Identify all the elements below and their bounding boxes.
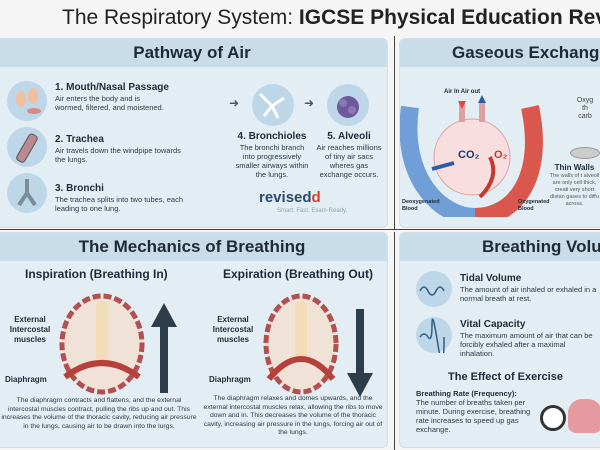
side-text-2: th xyxy=(582,105,588,112)
vital-title: Vital Capacity xyxy=(460,319,526,330)
thin-walls-title: Thin Walls xyxy=(554,163,595,172)
ribcage-inspiration-icon xyxy=(59,293,145,395)
step-5-text: Air reaches millions of tiny air sacs wh… xyxy=(316,143,382,179)
exercise-heading: The Effect of Exercise xyxy=(448,371,563,383)
volumes-heading: Breathing Volum xyxy=(400,233,600,261)
side-text-1: Oxyg xyxy=(576,97,594,104)
air-out-label: Air out xyxy=(460,89,481,95)
small-wave-icon xyxy=(416,271,452,307)
brand-logo: revisedd xyxy=(259,189,321,206)
air-in-label: Air In xyxy=(444,89,460,95)
step-4-title: 4. Bronchioles xyxy=(237,131,307,142)
gas-exchange-panel: Gaseous Exchang Air In Air out CO₂ O₂ De… xyxy=(399,38,600,228)
title-main: The Respiratory System: xyxy=(62,6,299,29)
arrow-icon: ➜ xyxy=(229,96,240,110)
exp-text: The diaphragm relaxes and domes upwards,… xyxy=(203,395,383,436)
bronchioles-icon xyxy=(252,84,294,126)
step-4-text: The bronchi branch into progressively sm… xyxy=(235,143,309,179)
arrow-down-icon xyxy=(347,309,373,397)
rate-text: The number of breaths taken per minute. … xyxy=(416,398,531,434)
inspiration-title: Inspiration (Breathing In) xyxy=(25,267,168,281)
ribcage-expiration-icon xyxy=(263,293,339,395)
o2-label: O₂ xyxy=(494,149,508,161)
exp-diaphragm-label: Diaphragm xyxy=(209,375,251,384)
step-2-title: 2. Trachea xyxy=(55,134,104,145)
lungs-icon xyxy=(568,399,600,433)
tidal-title: Tidal Volume xyxy=(460,273,522,284)
title-bold: IGCSE Physical Education Rev xyxy=(298,6,600,29)
step-1-title: 1. Mouth/Nasal Passage xyxy=(55,82,169,93)
step-2-text: Air travels down the windpipe towards th… xyxy=(55,146,181,164)
step-1-text: Air enters the body and is wormed, filte… xyxy=(55,94,164,112)
large-wave-icon xyxy=(416,317,452,363)
side-text-3: carb xyxy=(578,113,592,120)
bronchi-icon xyxy=(7,173,47,213)
gas-heading: Gaseous Exchang xyxy=(400,39,600,67)
alveoli-icon xyxy=(327,84,369,126)
mechanics-heading: The Mechanics of Breathing xyxy=(0,233,387,261)
insp-muscles-label: External Intercostal muscles xyxy=(9,315,51,344)
exp-muscles-label: External Intercostal muscles xyxy=(212,315,254,344)
tidal-text: The amount of air inhaled or exhaled in … xyxy=(460,285,597,303)
alveolus-diagram xyxy=(400,95,543,217)
nose-mouth-icon xyxy=(7,81,47,121)
insp-text: The diaphragm contracts and flattens, an… xyxy=(1,397,197,430)
arrow-up-icon xyxy=(151,303,177,393)
thin-walls-text: The walls of t alveoli are only cell thi… xyxy=(549,173,600,207)
step-5-title: 5. Alveoli xyxy=(327,131,371,142)
mechanics-panel: The Mechanics of Breathing Inspiration (… xyxy=(0,232,388,448)
co2-label: CO₂ xyxy=(458,149,480,161)
arrow-icon: ➜ xyxy=(304,96,315,110)
expiration-title: Expiration (Breathing Out) xyxy=(223,267,373,281)
page-title: The Respiratory System: IGCSE Physical E… xyxy=(62,6,600,30)
insp-diaphragm-label: Diaphragm xyxy=(5,375,47,384)
deoxy-label: Deoxygenated Blood xyxy=(402,199,440,212)
oxy-label: Oxygenated Blood xyxy=(518,199,550,212)
stopwatch-icon xyxy=(540,405,566,431)
vital-text: The maximum amount of air that can be fo… xyxy=(460,331,593,358)
trachea-icon xyxy=(7,127,47,167)
step-3-text: The trachea splits into two tubes, each … xyxy=(55,195,183,213)
brand-tagline: Smart. Fast. Exam-Ready. xyxy=(277,208,348,214)
cell-icon xyxy=(570,147,600,159)
step-3-title: 3. Bronchi xyxy=(55,183,104,194)
pathway-heading: Pathway of Air xyxy=(0,39,387,67)
rate-title: Breathing Rate (Frequency): xyxy=(416,389,517,398)
